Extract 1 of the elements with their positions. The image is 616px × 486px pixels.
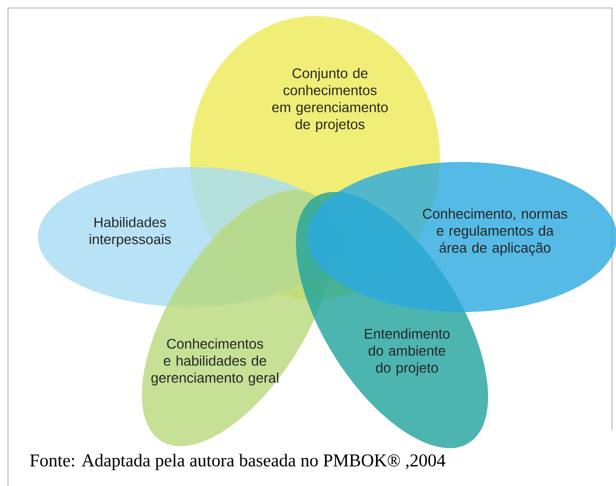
caption: Fonte: Adaptada pela autora baseada no PMBOK® ,2004 (30, 454, 446, 470)
